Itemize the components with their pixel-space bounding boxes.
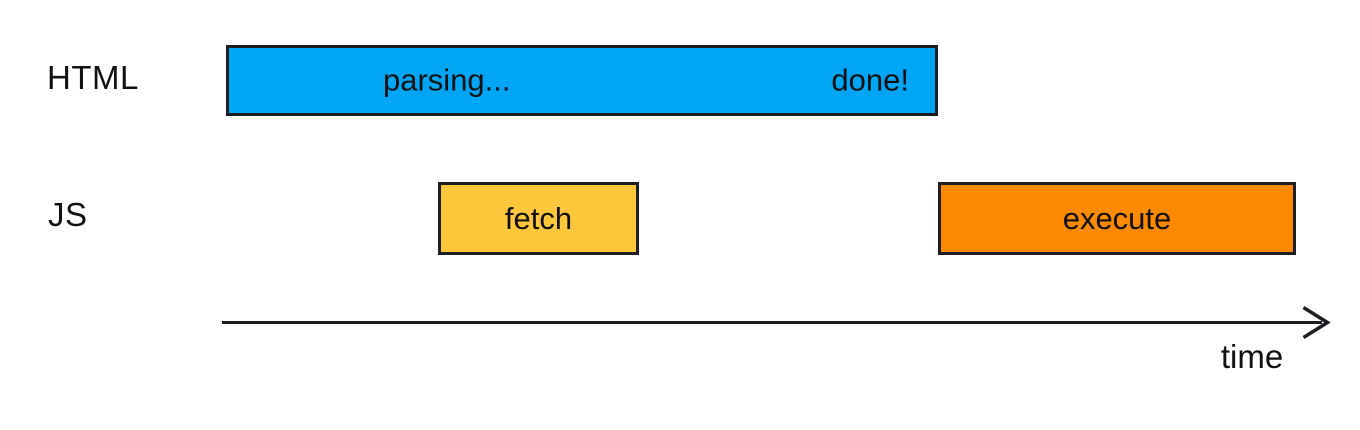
js-fetch-bar: fetch	[438, 182, 639, 255]
row-label-html: HTML	[47, 59, 139, 96]
row-label-js: JS	[48, 196, 88, 233]
parsing-label: parsing...	[383, 61, 511, 97]
html-parsing-bar: parsing... done!	[226, 45, 938, 116]
arrow-right-icon	[1302, 306, 1331, 339]
fetch-label: fetch	[504, 200, 573, 236]
js-execute-bar: execute	[938, 182, 1296, 255]
done-label: done!	[831, 61, 909, 97]
execute-label: execute	[1062, 200, 1172, 236]
time-axis-label: time	[1220, 338, 1284, 375]
